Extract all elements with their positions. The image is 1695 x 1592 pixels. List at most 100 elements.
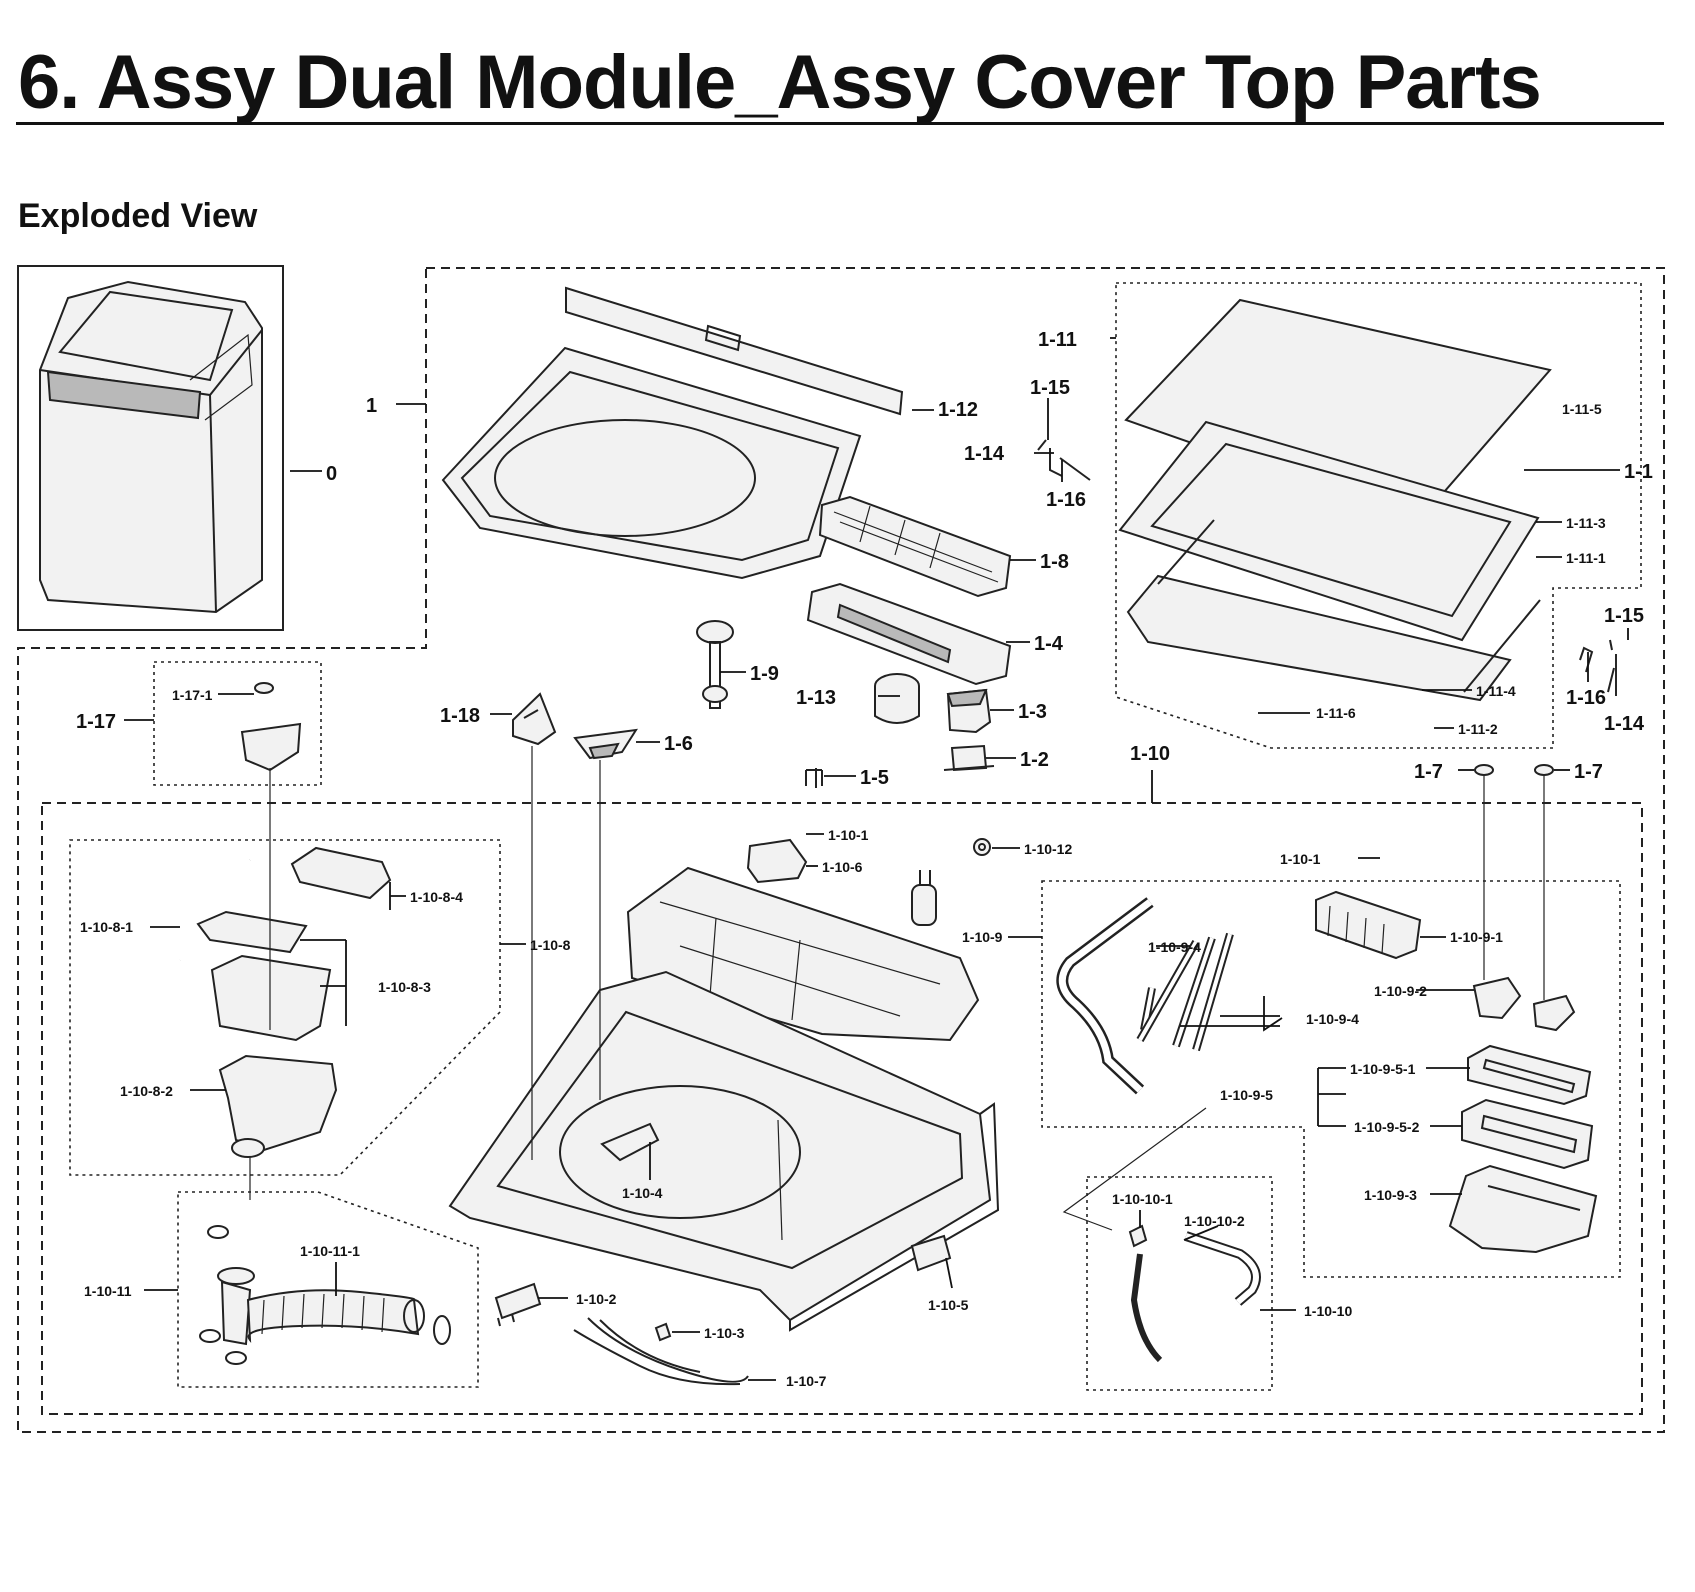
- hose-1-10-8-1: [178, 858, 252, 961]
- callout-1-16-a: 1-16: [1046, 489, 1086, 511]
- washer-overview-illustration: [39, 280, 263, 614]
- callout-1-10-9-5: 1-10-9-5: [1220, 1087, 1273, 1103]
- callout-1-10-2: 1-10-2: [576, 1291, 617, 1307]
- clamp-1-10-3: [654, 1322, 672, 1342]
- callout-1-10-6: 1-10-6: [822, 859, 863, 875]
- callout-1-11-5: 1-11-5: [1562, 401, 1602, 417]
- callout-1-10-9-2: 1-10-9-2: [1374, 983, 1427, 999]
- callout-1-15-b: 1-15: [1604, 605, 1644, 627]
- callout-1-2: 1-2: [1020, 749, 1049, 771]
- callout-1-10-8-1: 1-10-8-1: [80, 919, 133, 935]
- callout-1-14-a: 1-14: [964, 443, 1005, 465]
- title-underline: [16, 122, 1664, 125]
- leader-lines: [124, 337, 1629, 1381]
- assembly-1-boundary: [17, 267, 1665, 1433]
- callout-1-10-9-4-a: 1-10-9-4: [1148, 939, 1201, 955]
- housing-1-10-9-3: [1448, 1164, 1598, 1254]
- callout-1-4: 1-4: [1034, 633, 1064, 655]
- callout-1-13: 1-13: [796, 687, 836, 709]
- wire-harness-1-10-7: [573, 1317, 749, 1386]
- valve-part: [911, 870, 937, 926]
- callout-1-11-4: 1-11-4: [1476, 683, 1516, 699]
- lever-1-10-4: [600, 1122, 660, 1162]
- callout-1-10-9-3: 1-10-9-3: [1364, 1187, 1417, 1203]
- drawer-1-10-9-5-2: [1461, 1098, 1594, 1170]
- frame-cover-top: [441, 346, 862, 580]
- callout-1-11: 1-11: [1038, 329, 1077, 351]
- callout-1-6: 1-6: [664, 733, 693, 755]
- panel-control-1-10-6: [746, 838, 808, 884]
- callout-1-10-5: 1-10-5: [928, 1297, 969, 1313]
- callout-1-8: 1-8: [1040, 551, 1069, 573]
- assembly-1-10-11-boundary: [177, 1191, 479, 1388]
- dispenser-lid-1-10-8-3: [196, 910, 332, 1042]
- callout-1-10-11-1: 1-10-11-1: [300, 1243, 360, 1259]
- dispenser-housing-1-10-8-2: [218, 1054, 338, 1158]
- lid-back-1-11-4: [1126, 519, 1541, 702]
- assembly-1-11-boundary: [1115, 282, 1642, 749]
- callout-0: 0: [326, 463, 337, 485]
- callout-1-11-3: 1-11-3: [1566, 515, 1606, 531]
- holder-1-5: [805, 768, 823, 788]
- callout-1-14-b: 1-14: [1604, 713, 1645, 735]
- callout-1-10-11: 1-10-11: [84, 1283, 132, 1299]
- assembly-1-10-10-boundary: [1086, 1176, 1273, 1391]
- callout-1-10-4: 1-10-4: [622, 1185, 663, 1201]
- drawer-1-10-9-5-1: [1467, 1044, 1592, 1106]
- plug-1-10-2: [494, 1282, 542, 1327]
- callout-1-16-b: 1-16: [1566, 687, 1606, 709]
- lid-frame-1-11-3: [1118, 420, 1540, 642]
- callout-1-10-10-1: 1-10-10-1: [1112, 1191, 1173, 1207]
- dispenser-cover-1-10-8-4: [290, 846, 392, 900]
- connector-1-10-5: [910, 1234, 952, 1272]
- page-title: 6. Assy Dual Module_Assy Cover Top Parts: [18, 40, 1542, 125]
- callout-1-10-1-a: 1-10-1: [828, 827, 869, 843]
- assembly-1-10-9-boundary: [1041, 880, 1621, 1278]
- callout-1-10-3: 1-10-3: [704, 1325, 745, 1341]
- callout-1-18: 1-18: [440, 705, 480, 727]
- assembly-1-10-8-boundary: [69, 839, 501, 1176]
- callout-1-10-8: 1-10-8: [530, 937, 571, 953]
- assembly-1-17-boundary: [153, 661, 322, 786]
- callout-1-7-b: 1-7: [1574, 761, 1603, 783]
- callout-1-10-8-4: 1-10-8-4: [410, 889, 463, 905]
- callout-1-10-9-4-b: 1-10-9-4: [1306, 1011, 1359, 1027]
- callout-1-9: 1-9: [750, 663, 779, 685]
- pcb-case-1-4: [806, 582, 1012, 686]
- callout-1-1: 1-1: [1624, 461, 1653, 483]
- callout-1-10-9-5-2: 1-10-9-5-2: [1354, 1119, 1420, 1135]
- cup-1-17: [240, 682, 302, 772]
- callout-1-10-1-b: 1-10-1: [1280, 851, 1321, 867]
- cover-1-6: [573, 728, 638, 760]
- hoses-1-10-9-4-set: [1136, 932, 1234, 1052]
- callout-1-10-8-2: 1-10-8-2: [120, 1083, 173, 1099]
- filter-part-1-10-12: [973, 838, 991, 856]
- callout-1-17: 1-17: [76, 711, 116, 733]
- section-subtitle: Exploded View: [18, 197, 258, 235]
- small-parts-1-7: [1474, 764, 1554, 776]
- callout-1-10-10-2: 1-10-10-2: [1184, 1213, 1245, 1229]
- callout-1-11-6: 1-11-6: [1316, 705, 1356, 721]
- callout-1-10-10: 1-10-10: [1304, 1303, 1352, 1319]
- buzzer-1-13: [874, 673, 920, 724]
- cup-1-10-9-2: [1472, 976, 1576, 1032]
- hose-1-10-10: [1128, 1224, 1261, 1363]
- callout-1-10-9-5-1: 1-10-9-5-1: [1350, 1061, 1416, 1077]
- callout-1-3: 1-3: [1018, 701, 1047, 723]
- callout-1-12: 1-12: [938, 399, 978, 421]
- assembly-1-10-boundary: [41, 802, 1643, 1415]
- knob-part-1-9: [696, 620, 734, 709]
- switch-1-3: [946, 688, 992, 734]
- pcb-cover-1-8: [818, 495, 1012, 598]
- callout-1-10-8-3: 1-10-8-3: [378, 979, 431, 995]
- callout-1-10: 1-10: [1130, 743, 1170, 765]
- callout-1-10-7: 1-10-7: [786, 1373, 827, 1389]
- callout-1-11-1: 1-11-1: [1566, 550, 1606, 566]
- callout-1-10-9-1: 1-10-9-1: [1450, 929, 1503, 945]
- callout-1-10-9: 1-10-9: [962, 929, 1003, 945]
- bracket-1-18: [512, 692, 557, 746]
- valve-block-1-10-9-1: [1315, 890, 1422, 960]
- terminal-1-2: [943, 744, 995, 772]
- small-parts-1-14-1-15-1-16: [1037, 439, 1615, 693]
